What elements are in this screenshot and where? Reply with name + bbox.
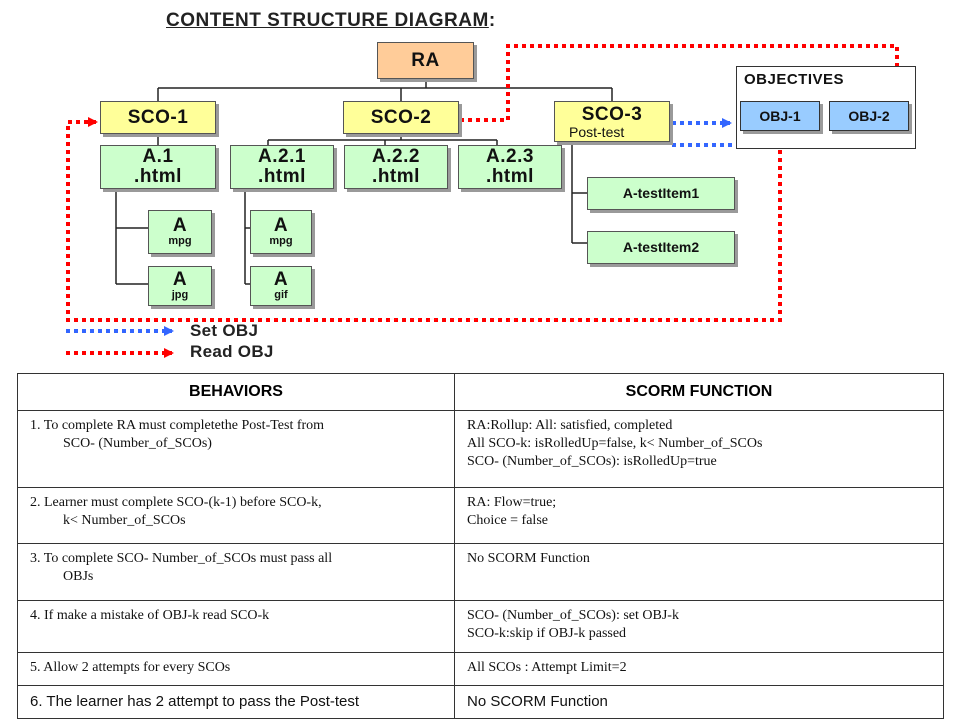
behavior-cell: 6. The learner has 2 attempt to pass the… bbox=[17, 685, 455, 719]
test-item-2: A-testItem2 bbox=[587, 231, 735, 264]
asset-a22-html: A.2.2.html bbox=[344, 145, 448, 189]
root-node-ra: RA bbox=[377, 42, 474, 79]
table-row: 5. Allow 2 attempts for every SCOs All S… bbox=[17, 652, 944, 686]
table-row: 6. The learner has 2 attempt to pass the… bbox=[17, 685, 944, 719]
behavior-cell: 1. To complete RA must completethe Post-… bbox=[17, 410, 455, 488]
behaviors-table: BEHAVIORS SCORM FUNCTION 1. To complete … bbox=[17, 373, 944, 719]
function-cell: SCO- (Number_of_SCOs): set OBJ-k SCO-k:s… bbox=[454, 600, 944, 653]
asset-a1-html: A.1.html bbox=[100, 145, 216, 189]
behavior-cell: 5. Allow 2 attempts for every SCOs bbox=[17, 652, 455, 686]
post-test-label: Post-test bbox=[569, 123, 625, 140]
header-scorm-function: SCORM FUNCTION bbox=[454, 373, 944, 411]
table-header-row: BEHAVIORS SCORM FUNCTION bbox=[17, 373, 944, 411]
objective-obj-2: OBJ-2 bbox=[829, 101, 909, 131]
behavior-cell: 4. If make a mistake of OBJ-k read SCO-k bbox=[17, 600, 455, 653]
diagram-title: CONTENT STRUCTURE DIAGRAM: bbox=[166, 10, 496, 31]
sco-3-node: SCO-3 Post-test bbox=[554, 101, 670, 142]
read-obj-lines bbox=[66, 44, 902, 358]
table-row: 1. To complete RA must completethe Post-… bbox=[17, 410, 944, 488]
asset-a23-html: A.2.3.html bbox=[458, 145, 562, 189]
tree-lines bbox=[115, 79, 613, 285]
behavior-cell: 2. Learner must complete SCO-(k-1) befor… bbox=[17, 487, 455, 544]
legend-set-obj-label: Set OBJ bbox=[190, 321, 259, 340]
function-cell: RA:Rollup: All: satisfied, completed All… bbox=[454, 410, 944, 488]
objectives-title: OBJECTIVES bbox=[744, 71, 845, 88]
function-cell: No SCORM Function bbox=[454, 543, 944, 601]
test-item-1: A-testItem1 bbox=[587, 177, 735, 210]
asset-a21-html: A.2.1.html bbox=[230, 145, 334, 189]
function-cell: All SCOs : Attempt Limit=2 bbox=[454, 652, 944, 686]
function-cell: No SCORM Function bbox=[454, 685, 944, 719]
header-behaviors: BEHAVIORS bbox=[17, 373, 455, 411]
function-cell: RA: Flow=true; Choice = false bbox=[454, 487, 944, 544]
diagram-connectors bbox=[66, 44, 902, 358]
sco-1-node: SCO-1 bbox=[100, 101, 216, 134]
objective-obj-1: OBJ-1 bbox=[740, 101, 820, 131]
sco-2-node: SCO-2 bbox=[343, 101, 459, 134]
legend-read-obj-label: Read OBJ bbox=[190, 342, 274, 361]
table-row: 3. To complete SCO- Number_of_SCOs must … bbox=[17, 543, 944, 601]
behavior-cell: 3. To complete SCO- Number_of_SCOs must … bbox=[17, 543, 455, 601]
table-row: 2. Learner must complete SCO-(k-1) befor… bbox=[17, 487, 944, 544]
content-structure-diagram: CONTENT STRUCTURE DIAGRAM: RA SCO-1 SCO-… bbox=[66, 10, 916, 361]
table-row: 4. If make a mistake of OBJ-k read SCO-k… bbox=[17, 600, 944, 653]
